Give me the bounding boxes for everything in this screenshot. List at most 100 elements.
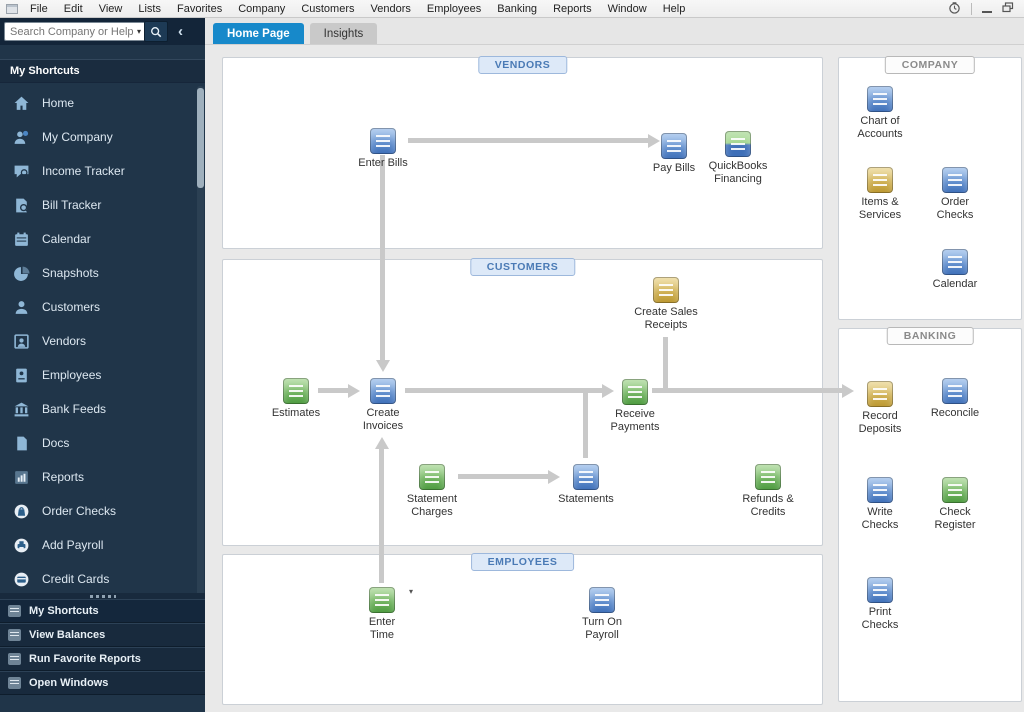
sidebar-item-credit-cards[interactable]: Credit Cards [0,562,205,596]
workflow-check-register[interactable]: Check Register [923,477,987,532]
menu-bar: File Edit View Lists Favorites Company C… [0,0,1024,18]
flow-line-receive-recorddeposits [652,388,842,393]
menu-file[interactable]: File [30,2,48,15]
flow-arrow-paybills [648,134,660,148]
enter-bills-icon [370,128,396,154]
sidebar-item-vendors[interactable]: Vendors [0,324,205,358]
workflow-receive-payments[interactable]: Receive Payments [599,379,671,434]
menu-employees[interactable]: Employees [426,2,482,15]
employees-section-label: EMPLOYEES [470,553,575,571]
search-button[interactable] [144,21,168,42]
window-controls-divider [971,2,972,15]
enter-time-dropdown-icon[interactable]: ▾ [408,587,413,596]
home-icon [12,94,30,112]
sidebar-bottom-view-balances[interactable]: View Balances [0,623,205,647]
workflow-create-sales-receipts[interactable]: Create Sales Receipts [620,277,712,332]
menu-company[interactable]: Company [238,2,286,15]
items-services-icon [867,167,893,193]
workflow-record-deposits[interactable]: Record Deposits [846,381,914,436]
menu-window[interactable]: Window [607,2,647,15]
create-sales-receipts-icon [653,277,679,303]
flow-arrow-createinvoices [348,384,360,398]
view-balances-icon [8,629,21,641]
sidebar-bottom-my-shortcuts[interactable]: My Shortcuts [0,599,205,623]
search-bar: ▾ ‹ [0,18,205,45]
workflow-statement-charges[interactable]: Statement Charges [392,464,472,519]
minimize-icon[interactable] [982,10,992,13]
workflow-statements[interactable]: Statements [546,464,626,506]
tab-home-page[interactable]: Home Page [213,23,304,44]
workflow-chart-of-accounts[interactable]: Chart of Accounts [840,86,920,141]
menu-vendors[interactable]: Vendors [370,2,411,15]
sidebar-item-bill-tracker[interactable]: Bill Tracker [0,188,205,222]
sidebar-bottom-run-favorite-reports[interactable]: Run Favorite Reports [0,647,205,671]
workflow-enter-time[interactable]: ▾ Enter Time [368,587,413,642]
workflow-refunds-credits[interactable]: Refunds & Credits [733,464,803,519]
workflow-create-invoices[interactable]: Create Invoices [352,378,414,433]
workflow-enter-bills[interactable]: Enter Bills [348,128,418,170]
menu-customers[interactable]: Customers [301,2,355,15]
sidebar-item-income-tracker[interactable]: Income Tracker [0,154,205,188]
sidebar-item-employees[interactable]: Employees [0,358,205,392]
vendors-icon [12,332,30,350]
sidebar-item-reports[interactable]: Reports [0,460,205,494]
menu-edit[interactable]: Edit [63,2,83,15]
flow-arrow-receivepayments [602,384,614,398]
enter-time-icon [369,587,395,613]
flow-line-charges-statements [458,474,548,479]
menu-lists[interactable]: Lists [138,2,161,15]
banking-section-label: BANKING [886,327,974,345]
workflow-estimates[interactable]: Estimates [261,378,331,420]
sidebar-item-home[interactable]: Home [0,86,205,120]
restore-window-icon[interactable] [1002,1,1014,16]
sidebar-item-snapshots[interactable]: Snapshots [0,256,205,290]
flow-line-invoices-receivepayments [405,388,602,393]
flow-line-estimates-invoices [318,388,348,393]
menu-help[interactable]: Help [662,2,686,15]
home-page-canvas: VENDORS CUSTOMERS EMPLOYEES COMPANY BANK… [205,45,1024,712]
sidebar: My Shortcuts Home My Company Income Trac… [0,45,205,712]
sidebar-item-docs[interactable]: Docs [0,426,205,460]
app-window-icon[interactable] [6,3,18,14]
open-windows-icon [8,677,21,689]
workflow-write-checks[interactable]: Write Checks [852,477,908,532]
workflow-calendar[interactable]: Calendar [920,249,990,291]
calendar-icon [942,249,968,275]
sidebar-scrollbar-track[interactable] [197,86,204,631]
bill-tracker-icon [12,196,30,214]
sidebar-item-customers[interactable]: Customers [0,290,205,324]
sidebar-item-my-company[interactable]: My Company [0,120,205,154]
sidebar-scrollbar-thumb[interactable] [197,88,204,188]
menu-favorites[interactable]: Favorites [176,2,223,15]
workflow-turn-on-payroll[interactable]: Turn On Payroll [571,587,633,642]
workflow-quickbooks-financing[interactable]: QuickBooks Financing [696,131,780,186]
sidebar-resize-handle[interactable] [0,593,205,599]
snapshots-icon [12,264,30,282]
income-tracker-icon [12,162,30,180]
workflow-items-services[interactable]: Items & Services [847,167,913,222]
workflow-order-checks[interactable]: Order Checks [925,167,985,222]
sidebar-bottom-open-windows[interactable]: Open Windows [0,671,205,695]
reconcile-icon [942,378,968,404]
workflow-pay-bills[interactable]: Pay Bills [644,133,704,175]
write-checks-icon [867,477,893,503]
bank-feeds-icon [12,400,30,418]
customers-panel: CUSTOMERS [222,258,823,546]
menu-reports[interactable]: Reports [553,2,592,15]
statements-icon [573,464,599,490]
sidebar-item-order-checks[interactable]: Order Checks [0,494,205,528]
calendar-icon [12,230,30,248]
timer-clock-icon[interactable] [948,1,961,17]
menu-banking[interactable]: Banking [497,2,538,15]
search-input[interactable] [4,22,150,41]
sidebar-item-add-payroll[interactable]: Add Payroll [0,528,205,562]
print-checks-icon [867,577,893,603]
flow-line-branch-statements [583,392,588,458]
workflow-reconcile[interactable]: Reconcile [915,378,995,420]
tab-insights[interactable]: Insights [309,23,378,44]
sidebar-item-calendar[interactable]: Calendar [0,222,205,256]
menu-view[interactable]: View [98,2,123,15]
workflow-print-checks[interactable]: Print Checks [852,577,908,632]
collapse-sidebar-icon[interactable]: ‹ [178,23,183,40]
sidebar-item-bank-feeds[interactable]: Bank Feeds [0,392,205,426]
